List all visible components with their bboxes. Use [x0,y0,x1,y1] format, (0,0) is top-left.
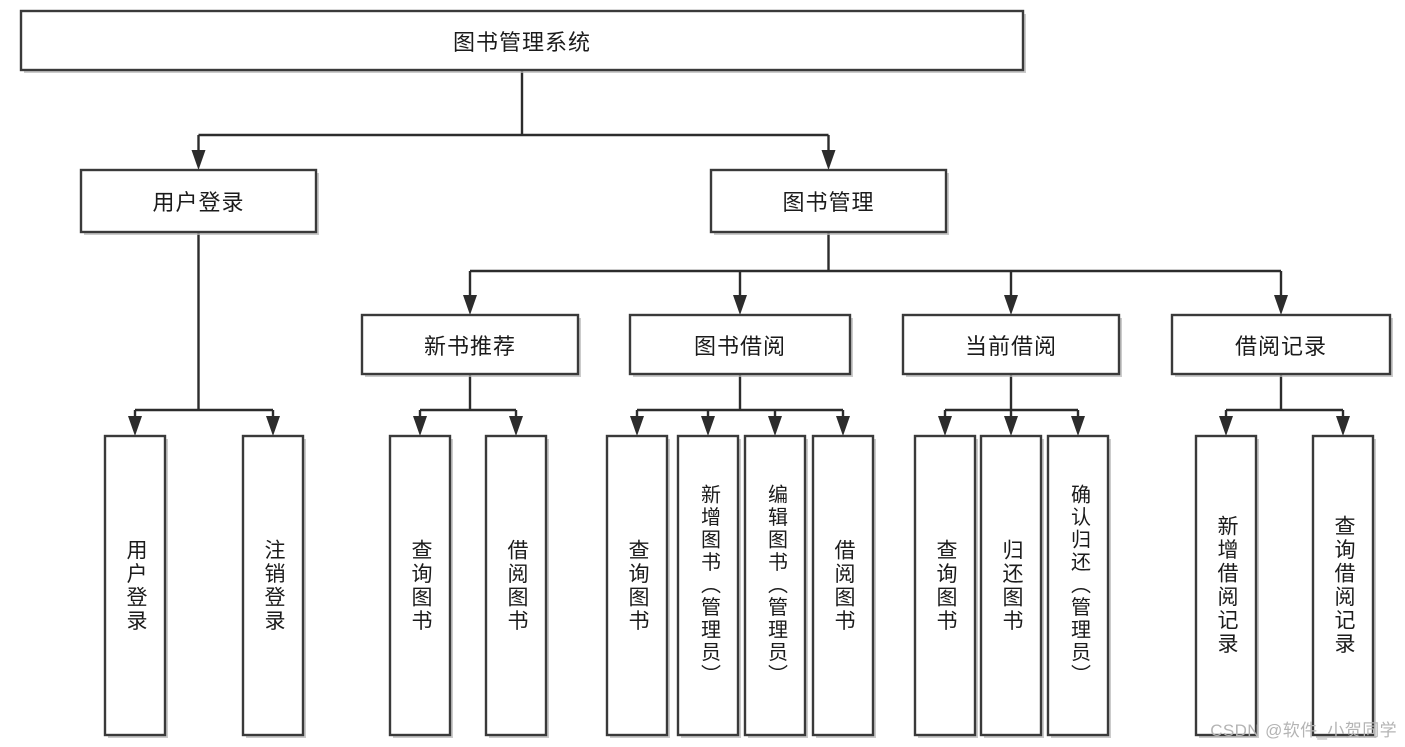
node-box-leaf-logout[interactable] [241,434,305,737]
node-label-leaf-query-book-2: 查询图书 [607,436,667,735]
node-label-text: 新增借阅记录 [1215,515,1239,656]
arrow-head-icon [836,416,850,436]
node-box-leaf-confirm-return[interactable] [1046,434,1110,737]
node-label-text: 当前借阅 [964,333,1057,359]
node-label-text: 归还图书 [1000,538,1024,633]
node-label-root: 图书管理系统 [21,11,1023,70]
node-box-user-login[interactable] [79,168,318,234]
arrow-head-icon [1219,416,1233,436]
node-label-new-book-recommend: 新书推荐 [362,315,578,374]
node-label-text: 图书管理系统 [452,29,591,55]
arrow-head-icon [266,416,280,436]
node-box-leaf-query-book-3[interactable] [913,434,977,737]
node-box-leaf-borrow-book-1[interactable] [484,434,548,737]
node-label-leaf-query-record: 查询借阅记录 [1313,436,1373,735]
node-label-text: 用户登录 [124,538,148,633]
arrow-head-icon [821,150,836,170]
node-label-text: 新增图书（管理员） [697,484,720,687]
node-box-leaf-add-record[interactable] [1194,434,1258,737]
node-box-leaf-edit-book[interactable] [743,434,807,737]
node-label-leaf-logout: 注销登录 [243,436,303,735]
node-label-leaf-query-book-3: 查询图书 [915,436,975,735]
node-label-user-login: 用户登录 [81,170,316,232]
node-box-leaf-query-book-1[interactable] [388,434,452,737]
arrow-head-icon [1274,295,1288,315]
node-label-text: 查询图书 [626,538,650,633]
node-box-root[interactable] [19,9,1025,72]
node-label-text: 确认归还（管理员） [1067,484,1090,687]
arrow-head-icon [1336,416,1350,436]
node-label-text: 新书推荐 [423,333,516,359]
node-label-leaf-return-book: 归还图书 [981,436,1041,735]
arrow-head-icon [413,416,427,436]
node-label-text: 借阅记录 [1234,333,1327,359]
node-label-leaf-borrow-book-2: 借阅图书 [813,436,873,735]
node-box-leaf-borrow-book-2[interactable] [811,434,875,737]
node-box-book-management[interactable] [709,168,948,234]
node-label-leaf-confirm-return: 确认归还（管理员） [1048,436,1108,735]
node-box-borrow-record[interactable] [1170,313,1392,376]
node-box-leaf-return-book[interactable] [979,434,1043,737]
node-label-text: 查询图书 [409,538,433,633]
node-label-text: 借阅图书 [505,538,529,633]
node-label-text: 用户登录 [152,190,245,215]
node-box-book-borrow[interactable] [628,313,852,376]
node-box-leaf-user-login[interactable] [103,434,167,737]
node-label-leaf-add-book: 新增图书（管理员） [678,436,738,735]
arrow-head-icon [768,416,782,436]
node-label-book-borrow: 图书借阅 [630,315,850,374]
node-label-text: 查询图书 [934,538,958,633]
node-label-leaf-add-record: 新增借阅记录 [1196,436,1256,735]
node-label-text: 图书借阅 [693,333,786,359]
node-box-new-book-recommend[interactable] [360,313,580,376]
arrow-head-icon [1071,416,1085,436]
node-label-leaf-edit-book: 编辑图书（管理员） [745,436,805,735]
arrow-head-icon [733,295,747,315]
node-label-borrow-record: 借阅记录 [1172,315,1390,374]
node-label-leaf-query-book-1: 查询图书 [390,436,450,735]
connectors-layer [128,70,1350,436]
node-label-text: 图书管理 [782,190,875,215]
node-box-current-borrow[interactable] [901,313,1121,376]
node-label-current-borrow: 当前借阅 [903,315,1119,374]
arrow-head-icon [1004,295,1018,315]
node-label-text: 注销登录 [262,538,286,633]
node-box-leaf-add-book[interactable] [676,434,740,737]
arrow-head-icon [463,295,477,315]
node-box-leaf-query-record[interactable] [1311,434,1375,737]
node-label-book-management: 图书管理 [711,170,946,232]
arrow-head-icon [1004,416,1018,436]
node-label-text: 借阅图书 [832,538,856,633]
boxes-layer [19,9,1393,738]
node-box-leaf-query-book-2[interactable] [605,434,669,737]
node-label-leaf-user-login: 用户登录 [105,436,165,735]
node-label-text: 编辑图书（管理员） [764,484,787,687]
arrow-head-icon [938,416,952,436]
node-label-text: 查询借阅记录 [1332,515,1356,656]
arrow-head-icon [128,416,142,436]
arrow-head-icon [191,150,206,170]
arrow-head-icon [701,416,715,436]
arrow-head-icon [630,416,644,436]
arrow-head-icon [509,416,523,436]
node-label-leaf-borrow-book-1: 借阅图书 [486,436,546,735]
